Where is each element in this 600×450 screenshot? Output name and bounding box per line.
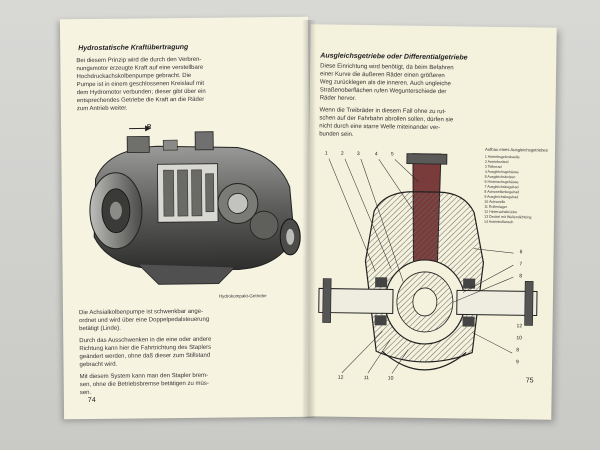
- page-number-left: 74: [87, 396, 96, 405]
- right-page: Ausgleichsgetriebe oder Differentialgetr…: [305, 24, 557, 420]
- text-line: zum Antrieb weiter.: [76, 105, 128, 113]
- right-heading: Ausgleichsgetriebe oder Differentialgetr…: [320, 52, 468, 62]
- callout-number: 7: [519, 261, 523, 268]
- callout-number: 10: [516, 335, 522, 342]
- legend-title: Aufbau eines Ausgleichsgetriebes: [484, 146, 548, 153]
- figure-caption: Hydrokompakt-Getriebe: [218, 293, 267, 299]
- left-para-2: Die Achsialkolbenpumpe ist schwenkbar an…: [79, 307, 299, 333]
- left-para-1: Bei diesem Prinzip wird die durch den Ve…: [76, 55, 297, 113]
- callout-number: 12: [516, 323, 523, 330]
- left-page: Hydrostatische Kraftübertragung Bei dies…: [59, 16, 313, 420]
- figure-marker-label: R: [147, 124, 152, 131]
- callout-number: 6: [519, 249, 523, 256]
- callout-number: 11: [363, 375, 370, 382]
- callout-number: 4: [374, 151, 378, 158]
- book-gutter-shadow: [302, 20, 316, 418]
- callout-number: 12: [337, 374, 344, 381]
- right-para-2: Wenn die Treibräder in diesem Fall ohne …: [319, 106, 545, 141]
- text-line: gebracht wird.: [79, 361, 118, 369]
- left-para-4: Mit diesem System kann man den Stapler b…: [80, 371, 300, 397]
- callout-number: 2: [340, 150, 344, 157]
- callout-number: 1: [324, 150, 328, 157]
- callout-number: 8: [516, 347, 520, 354]
- hydrocompact-transmission-illustration: [89, 125, 301, 285]
- differential-cross-section-drawing: [318, 153, 538, 374]
- callout-number: 5: [390, 151, 394, 158]
- callout-number: 10: [387, 375, 394, 382]
- callout-number: 3: [356, 150, 360, 157]
- callout-number: 9: [516, 359, 519, 366]
- left-heading: Hydrostatische Kraftübertragung: [78, 43, 189, 53]
- left-para-3: Durch das Ausschwenken in die eine oder …: [79, 335, 299, 369]
- text-line: betätigt (Linde).: [79, 325, 121, 333]
- right-para-1: Diese Einrichtung wird benötigt, da beim…: [320, 62, 547, 105]
- callout-number: 8: [519, 273, 523, 280]
- page-number-right: 75: [525, 377, 534, 385]
